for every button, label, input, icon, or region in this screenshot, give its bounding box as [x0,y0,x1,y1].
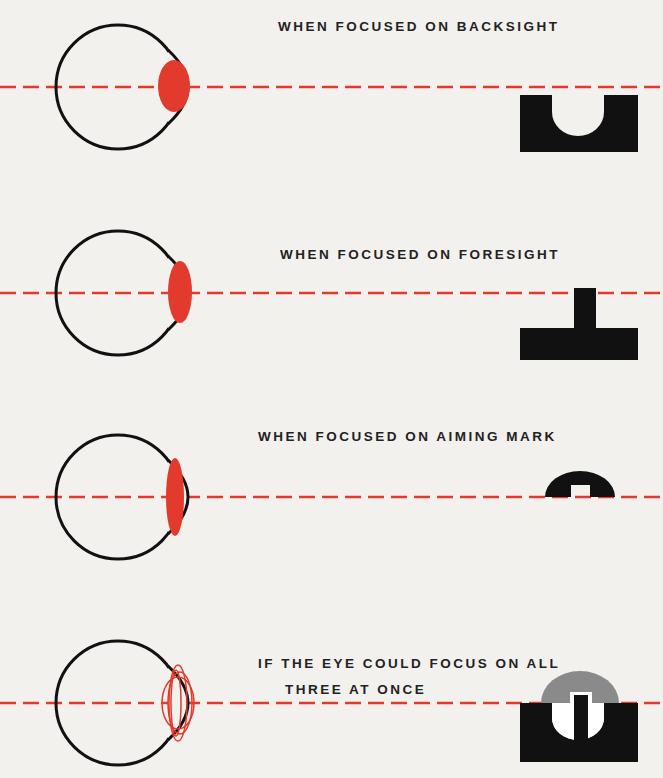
backsight [520,95,638,152]
eye [56,641,194,765]
caption-label: WHEN FOCUSED ON AIMING MARK [258,424,653,450]
eye [56,435,188,559]
eye [56,231,192,355]
caption-label: WHEN FOCUSED ON FORESIGHT [280,242,640,268]
label-text: WHEN FOCUSED ON BACKSIGHT [278,19,560,34]
combined-sights [520,671,638,762]
foresight [520,288,638,360]
label-text: WHEN FOCUSED ON AIMING MARK [258,429,557,444]
aiming-mark [545,471,615,497]
label-text: WHEN FOCUSED ON FORESIGHT [280,247,560,262]
caption-label: WHEN FOCUSED ON BACKSIGHT [278,14,638,40]
caption-label: IF THE EYE COULD FOCUS ON ALL THREE AT O… [258,651,603,703]
eye [56,25,190,149]
label-text: IF THE EYE COULD FOCUS ON ALL THREE AT O… [258,656,560,697]
